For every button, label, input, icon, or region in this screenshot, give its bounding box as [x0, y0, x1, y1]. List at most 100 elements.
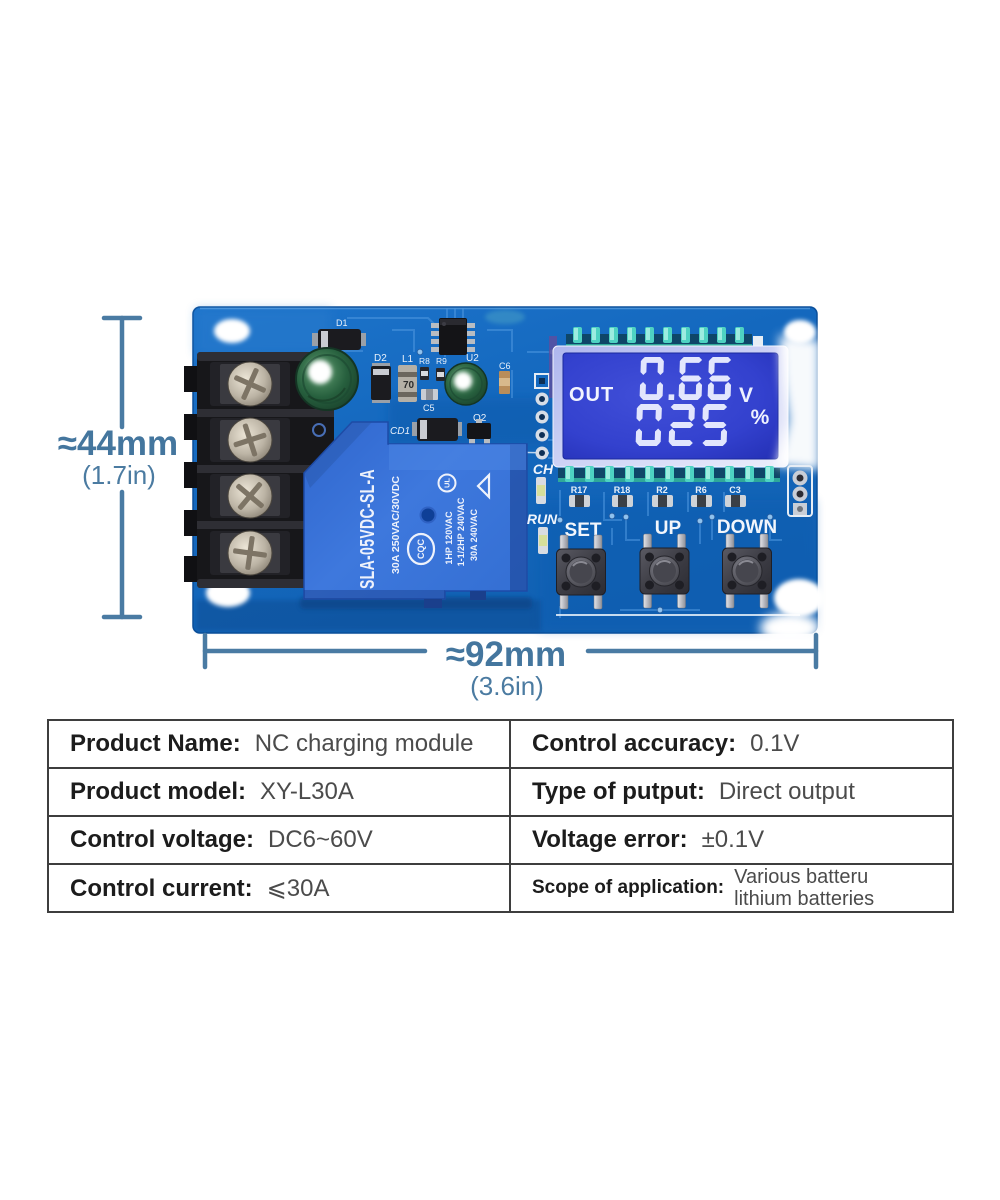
scope-of-application-label: Scope of application:: [532, 877, 725, 898]
capacitor-2: [444, 362, 488, 406]
lcd-module: OUT V %: [549, 327, 820, 482]
voltage-error-label: Voltage error:: [532, 826, 688, 853]
height-value: ≈44mm: [58, 424, 178, 463]
label-d2: D2: [374, 353, 387, 364]
relay-markings: SLA-05VDC-SL-A 30A 250VAC/30VDC CQC UL 1…: [357, 469, 491, 589]
label-r18: R18: [614, 485, 631, 495]
label-r2: R2: [656, 485, 668, 495]
button-down: [722, 533, 772, 609]
label-l1: L1: [402, 354, 414, 365]
relay-ul: UL: [443, 478, 452, 488]
diode-cd1: CD1: [390, 418, 462, 441]
product-name-label: Product Name:: [70, 730, 241, 757]
cap-c6: C6: [499, 361, 511, 394]
lcd-percent-digits: [635, 404, 728, 446]
button-set-label: SET: [565, 520, 602, 541]
cell-product-model: Product model: XY-L30A: [47, 767, 511, 817]
relay-cert: CQC: [416, 539, 426, 560]
control-voltage-label: Control voltage:: [70, 826, 254, 853]
lcd-content: OUT V %: [569, 357, 770, 446]
button-up-label: UP: [655, 518, 682, 539]
led-ch-label: CH: [533, 461, 554, 477]
cell-scope-of-application: Scope of application: Various batteru lit…: [509, 863, 954, 913]
control-voltage-value: DC6~60V: [268, 826, 373, 853]
terminal-screws: [210, 361, 290, 576]
lcd-percent-unit: %: [751, 406, 770, 429]
resistor-bodies: [569, 495, 746, 507]
lcd-voltage-unit: V: [739, 384, 753, 407]
product-model-value: XY-L30A: [260, 778, 354, 805]
lcd-voltage-digits: [639, 357, 732, 401]
cap-c5: C5: [421, 389, 438, 413]
voltage-error-value: ±0.1V: [701, 826, 765, 853]
width-value: ≈92mm: [446, 635, 566, 674]
label-c5: C5: [423, 403, 435, 413]
pad-column: [534, 373, 550, 460]
spec-table: Product Name: NC charging module Control …: [47, 719, 954, 913]
transistor-q2: Q2: [467, 413, 491, 445]
label-c3: C3: [729, 485, 741, 495]
components: D1 D2 L1 70 R8 R9: [295, 318, 763, 460]
diode-d2: D2: [371, 353, 391, 403]
relay-rating: 30A 250VAC/30VDC: [391, 476, 402, 574]
lcd-out-label: OUT: [569, 384, 614, 406]
terminal-block: [184, 352, 334, 588]
button-set: [556, 534, 606, 610]
control-accuracy-value: 0.1V: [750, 730, 800, 757]
right-pad-group: [787, 465, 813, 517]
buttons: SET UP DOWN: [556, 517, 777, 610]
relay-aux-2: 30A 240VAC: [469, 508, 479, 561]
button-down-label: DOWN: [717, 517, 777, 538]
diode-d1: D1: [312, 318, 366, 350]
relay-aux-1: 1-1/2HP 240VAC: [456, 497, 466, 566]
type-of-output-label: Type of putput:: [532, 778, 705, 805]
capacitor-1: [295, 347, 359, 411]
label-d1: D1: [336, 318, 348, 328]
height-annotation: ≈44mm (1.7in): [58, 315, 178, 620]
table-row: Control current: ⩽30A Scope of applicatio…: [47, 863, 954, 913]
led-run: [538, 527, 548, 554]
cell-control-accuracy: Control accuracy: 0.1V: [509, 719, 954, 769]
inductor-l1: L1 70: [398, 354, 417, 402]
product-name-value: NC charging module: [254, 730, 474, 757]
cell-control-current: Control current: ⩽30A: [47, 863, 511, 913]
label-r9: R9: [436, 356, 447, 366]
scope-of-application-value: Various batteru lithium batteries: [734, 866, 875, 910]
label-c6: C6: [499, 361, 511, 371]
control-current-label: Control current:: [70, 874, 253, 902]
product-model-label: Product model:: [70, 778, 247, 805]
type-of-output-value: Direct output: [718, 778, 855, 805]
label-r17: R17: [571, 485, 588, 495]
label-u2: U2: [466, 353, 479, 364]
width-inches: (3.6in): [470, 671, 544, 701]
ic-u2: U2: [431, 318, 479, 364]
cell-control-voltage: Control voltage: DC6~60V: [47, 815, 511, 865]
r8-r9: R8 R9: [419, 356, 447, 381]
label-r8: R8: [419, 356, 430, 366]
control-accuracy-label: Control accuracy:: [532, 730, 737, 757]
button-up: [639, 533, 690, 609]
lcd-pins-top: [573, 327, 744, 343]
relay-aux-0: 1HP 120VAC: [444, 511, 454, 565]
led-ch: [536, 477, 546, 504]
cell-voltage-error: Voltage error: ±0.1V: [509, 815, 954, 865]
relay-model: SLA-05VDC-SL-A: [357, 469, 379, 589]
label-l1-mark: 70: [403, 380, 415, 391]
table-row: Product model: XY-L30A Type of putput: Dir…: [47, 767, 954, 817]
lcd-pins-bottom: [565, 466, 774, 482]
control-current-value: ⩽30A: [266, 874, 330, 902]
cell-product-name: Product Name: NC charging module: [47, 719, 511, 769]
width-annotation: ≈92mm (3.6in): [202, 632, 819, 701]
status-leds: CH RUN: [527, 461, 558, 554]
led-run-label: RUN: [527, 511, 558, 527]
product-photo: D1 D2 L1 70 R8 R9: [58, 306, 824, 701]
label-r6: R6: [695, 485, 707, 495]
relay: SLA-05VDC-SL-A 30A 250VAC/30VDC CQC UL 1…: [300, 421, 532, 609]
resistor-row: R17 R18 R2 R6 C3: [569, 485, 746, 507]
height-inches: (1.7in): [82, 460, 156, 490]
label-cd1: CD1: [390, 426, 410, 437]
table-row: Control voltage: DC6~60V Voltage error: ±0…: [47, 815, 954, 865]
label-q2: Q2: [473, 413, 487, 424]
cell-type-of-output: Type of putput: Direct output: [509, 767, 954, 817]
